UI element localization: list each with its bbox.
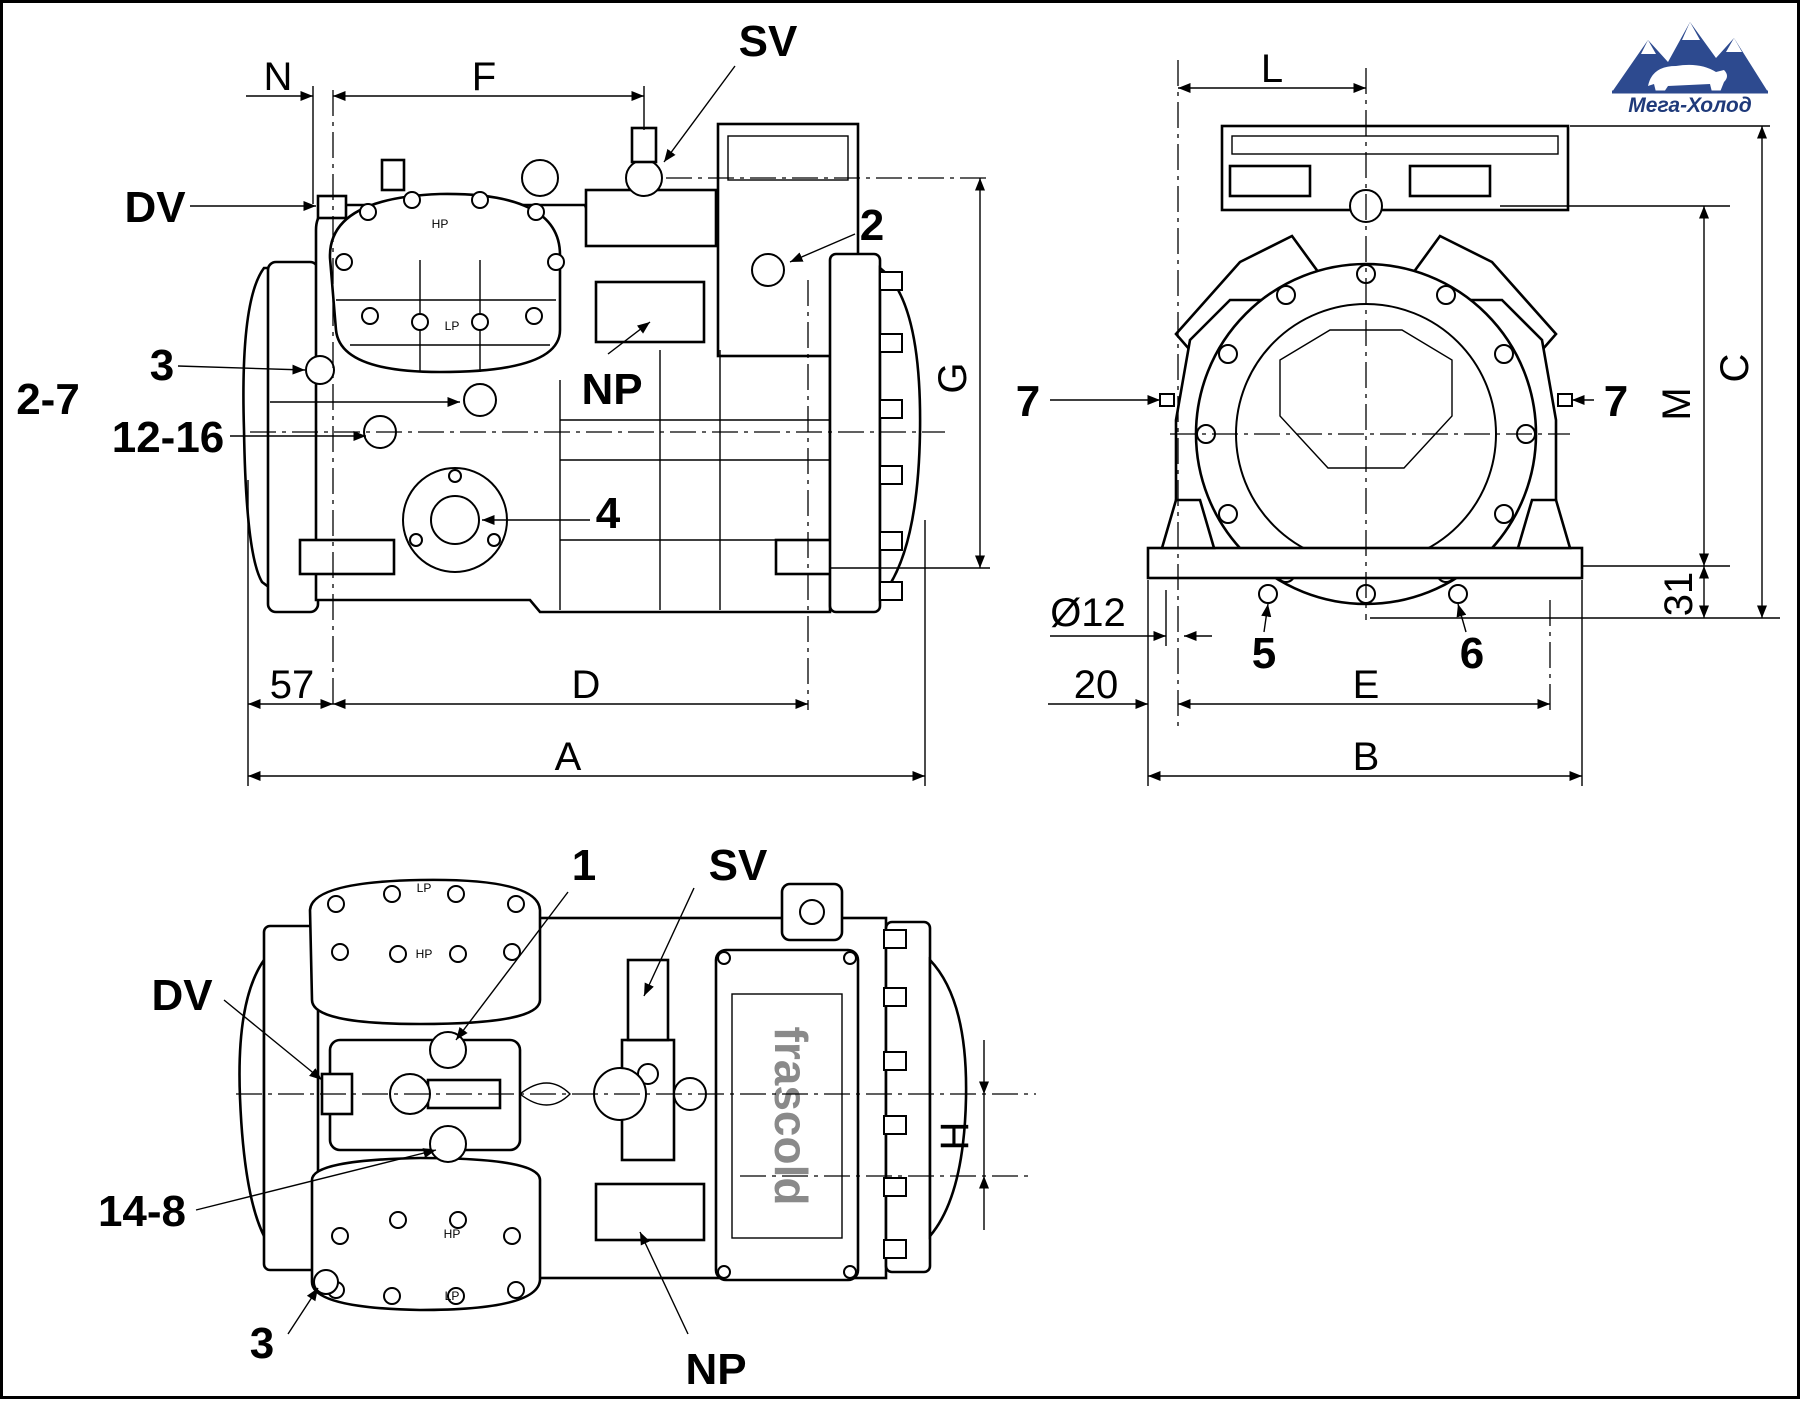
top-pump-flange [884,920,932,1274]
dim-g: G [931,362,975,393]
port-2 [751,253,785,287]
label-6: 6 [1460,629,1484,678]
port-1 [429,1031,467,1069]
lp-mark: LP [445,319,460,333]
end-view: 7 7 5 6 L C M 31 Ø12 20 E B [1016,47,1780,786]
top-label-sv: SV [709,841,768,890]
label-5: 5 [1252,629,1276,678]
label-12-16: 12-16 [112,413,225,462]
top-head-lower [310,1156,542,1312]
top-nameplate [594,1182,706,1242]
port-12-16 [463,383,497,417]
top-label-1: 1 [572,841,596,890]
company-logo: Мега-Холод [1612,22,1768,117]
port-5 [1258,584,1278,604]
dim-c: C [1713,354,1757,383]
top-label-3: 3 [250,1319,274,1368]
label-7-right: 7 [1604,377,1628,426]
logo-text: Мега-Холод [1628,94,1751,117]
top-label-np: NP [685,1345,746,1394]
top-view: LP HP HP LP frascold [98,841,1036,1394]
dim-l: L [1261,47,1283,91]
top-lifting-tab [780,882,844,942]
dim-d: D [572,663,601,707]
discharge-valve-stub [316,194,348,220]
pump-end-flange [828,252,882,614]
dim-31: 31 [1657,572,1701,617]
dim-d12: Ø12 [1050,591,1126,635]
lifting-eye [521,159,559,197]
label-2: 2 [860,201,884,250]
dim-f: F [472,55,496,99]
top-head-upper-bolts [327,885,525,963]
suction-valve-block [584,188,718,248]
label-np: NP [581,365,642,414]
top-lp-mark-upper: LP [417,881,432,895]
head-bolts [335,191,565,331]
dim-57: 57 [270,663,315,707]
top-port-3 [313,1269,339,1295]
flange-bolts [879,271,903,601]
hp-mark: HP [432,217,449,231]
port-7-left [1159,393,1175,407]
dim-e: E [1353,663,1380,707]
end-base [1146,546,1584,580]
dim-h: H [933,1122,977,1151]
top-label-dv: DV [151,971,213,1020]
dim-n: N [264,55,293,99]
top-hp-mark-lower: HP [444,1227,461,1241]
nameplate [594,280,706,344]
mountain-bear-logo-icon [1612,22,1768,94]
label-4: 4 [596,489,621,538]
dim-m: M [1655,387,1699,420]
port-7-right [1557,393,1573,407]
top-lp-mark-lower: LP [445,1289,460,1303]
suction-valve-stem [630,126,658,164]
label-2-7: 2-7 [16,375,80,424]
discharge-fitting [380,158,406,192]
top-hp-mark-upper: HP [416,947,433,961]
top-label-14-8: 14-8 [98,1187,186,1236]
dim-a: A [555,735,582,779]
top-oil-pump-cover [928,956,968,1240]
label-3: 3 [150,341,174,390]
dim-20: 20 [1074,663,1119,707]
port-6 [1448,584,1468,604]
motor-end-cover [242,266,272,591]
top-head-upper [308,878,542,1026]
suction-valve-cap [625,159,663,197]
top-terminal-box [714,948,860,1282]
port-3 [305,355,335,385]
top-flange-bolts [883,929,907,1259]
label-dv: DV [124,183,186,232]
end-suction-fitting [1228,164,1312,198]
port-14-8 [429,1125,467,1163]
foot-left [298,538,396,576]
label-sv: SV [739,17,798,66]
brand-plate-text: frascold [765,1027,817,1206]
side-view: HP LP [16,17,990,786]
dim-b: B [1353,735,1380,779]
top-motor-cover [238,955,266,1237]
label-7-left: 7 [1016,377,1040,426]
cylinder-head [328,192,562,374]
